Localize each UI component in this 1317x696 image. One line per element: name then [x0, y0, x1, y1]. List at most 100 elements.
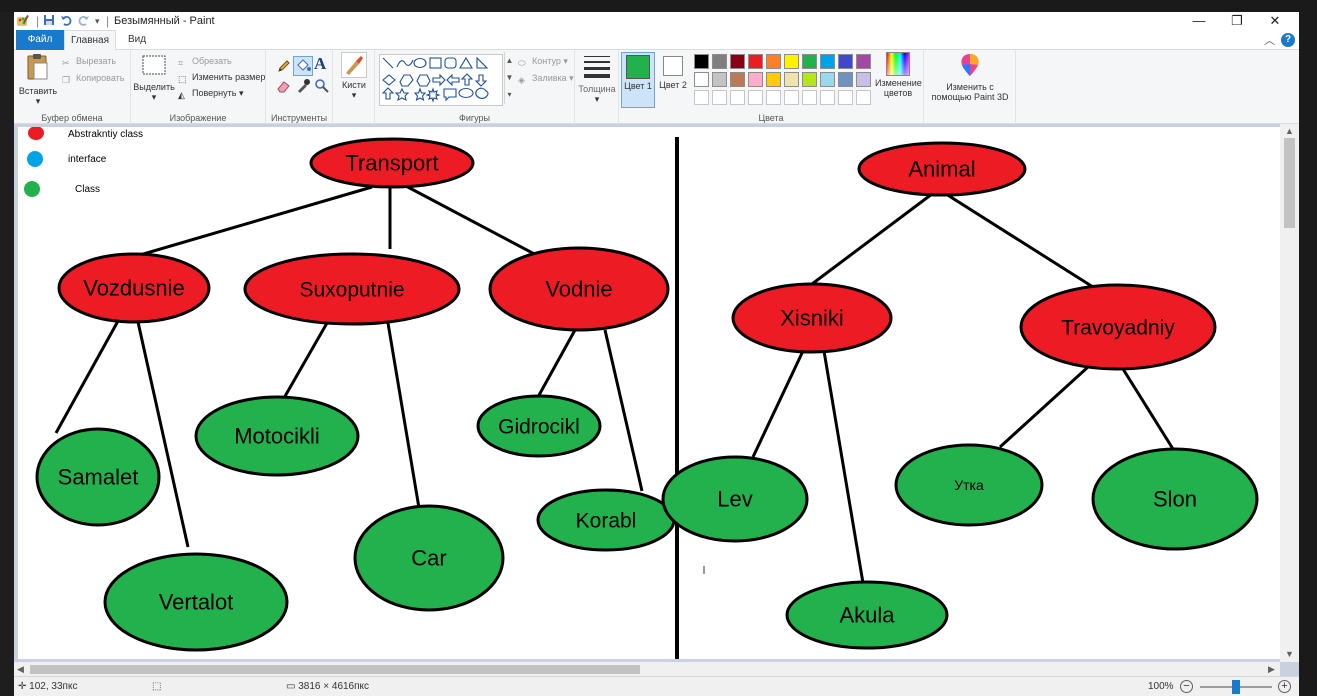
brushes-button[interactable]: Кисти ▾	[335, 52, 373, 101]
palette-swatch[interactable]	[820, 54, 835, 69]
zoom-out-button[interactable]: −	[1180, 680, 1193, 693]
palette-swatch[interactable]	[784, 54, 799, 69]
size-chevron-icon: ▾	[594, 94, 600, 104]
scroll-right-icon[interactable]: ▶	[1268, 664, 1275, 674]
text-tool-icon[interactable]: A	[314, 54, 327, 73]
maximize-button[interactable]: ❐	[1231, 13, 1243, 28]
zoom-slider-thumb[interactable]	[1232, 680, 1240, 694]
palette-swatch[interactable]	[820, 72, 835, 87]
rotate-button[interactable]: ◭Повернуть ▾	[178, 86, 244, 100]
qa-separator: |	[36, 14, 40, 28]
tab-file[interactable]: Файл	[16, 30, 64, 50]
palette-swatch[interactable]	[820, 90, 835, 105]
node-label-lev: Lev	[717, 487, 752, 512]
palette-swatch[interactable]	[784, 72, 799, 87]
brushes-chevron-icon: ▾	[351, 90, 357, 100]
edit-colors-button[interactable]: Изменение цветов	[875, 52, 922, 98]
shapes-gallery[interactable]	[379, 54, 503, 106]
palette-swatch[interactable]	[748, 90, 763, 105]
vertical-scrollbar[interactable]: ▲ ▼	[1280, 124, 1299, 662]
palette-swatch[interactable]	[766, 72, 781, 87]
palette-swatch[interactable]	[712, 54, 727, 69]
magnifier-icon[interactable]	[314, 78, 330, 99]
fill-button[interactable]: ◈Заливка ▾	[518, 71, 574, 85]
shapes-scroll-arrows[interactable]: ▲▼▾	[504, 52, 514, 104]
palette-swatch[interactable]	[730, 54, 745, 69]
eraser-icon[interactable]	[276, 78, 292, 99]
node-label-animal: Animal	[908, 157, 975, 182]
palette-swatch[interactable]	[766, 90, 781, 105]
zoom-in-button[interactable]: +	[1278, 680, 1291, 693]
horizontal-scrollbar[interactable]: ◀ ▶	[14, 662, 1280, 676]
node-label-utka: Утка	[954, 477, 984, 493]
palette-swatch[interactable]	[856, 90, 871, 105]
title-bar: | ▾ | Безымянный - Paint — ❐ ✕	[14, 12, 1299, 30]
palette-swatch[interactable]	[748, 54, 763, 69]
close-button[interactable]: ✕	[1269, 13, 1281, 28]
color1-button[interactable]: Цвет 1	[621, 52, 655, 108]
palette-swatch[interactable]	[748, 72, 763, 87]
minimize-button[interactable]: —	[1192, 13, 1206, 28]
palette-swatch[interactable]	[838, 90, 853, 105]
outline-button[interactable]: ⬭Контур ▾	[518, 54, 568, 68]
palette-swatch[interactable]	[694, 72, 709, 87]
paste-button[interactable]: Вставить ▾	[18, 52, 58, 107]
palette-swatch[interactable]	[838, 54, 853, 69]
fill-bucket-icon[interactable]	[293, 56, 313, 76]
palette-swatch[interactable]	[694, 54, 709, 69]
vertical-scroll-thumb[interactable]	[1284, 138, 1295, 228]
fill-label: Заливка	[532, 73, 567, 83]
collapse-ribbon-chevron-icon[interactable]: ︿	[1264, 35, 1275, 47]
palette-swatch[interactable]	[802, 72, 817, 87]
color2-button[interactable]: Цвет 2	[657, 52, 689, 108]
cut-button[interactable]: ✂Вырезать	[62, 54, 116, 68]
palette-swatch[interactable]	[802, 90, 817, 105]
qa-customize-chevron-icon[interactable]: ▾	[95, 16, 100, 26]
palette-swatch[interactable]	[856, 72, 871, 87]
help-icon[interactable]: ?	[1281, 33, 1295, 47]
edge-animal-xisniki	[811, 192, 933, 286]
palette-swatch[interactable]	[784, 90, 799, 105]
node-samalet	[35, 427, 161, 527]
palette-swatch[interactable]	[712, 90, 727, 105]
legend-label-0: Abstrakntiy class	[68, 129, 143, 140]
node-label-suxoputnie: Suxoputnie	[299, 278, 404, 301]
group-paint3d: Изменить с помощью Paint 3D	[924, 50, 1016, 124]
node-label-travoyadniy: Travoyadniy	[1061, 316, 1175, 339]
palette-swatch[interactable]	[766, 54, 781, 69]
select-button[interactable]: Выделить ▾	[133, 52, 175, 103]
scroll-up-icon[interactable]: ▲	[1285, 126, 1294, 136]
pencil-icon[interactable]	[276, 58, 292, 79]
copy-button[interactable]: ❐Копировать	[62, 71, 124, 85]
undo-icon[interactable]	[60, 14, 72, 28]
redo-icon[interactable]	[78, 14, 90, 28]
node-gidrocikl	[476, 394, 602, 458]
color1-swatch	[626, 55, 650, 79]
color-picker-icon[interactable]	[295, 78, 311, 99]
node-label-motocikli: Motocikli	[234, 424, 320, 449]
paint3d-button[interactable]: Изменить с помощью Paint 3D	[928, 52, 1012, 102]
palette-swatch[interactable]	[694, 90, 709, 105]
crosshair-icon: ✛	[18, 681, 27, 692]
node-vertalot	[103, 552, 289, 652]
tab-view[interactable]: Вид	[127, 34, 147, 45]
group-shapes: ▲▼▾ ⬭Контур ▾ ◈Заливка ▾ Фигуры	[375, 50, 575, 124]
palette-swatch[interactable]	[712, 72, 727, 87]
scroll-down-icon[interactable]: ▼	[1285, 649, 1294, 659]
node-label-vertalot: Vertalot	[159, 590, 234, 615]
horizontal-scroll-thumb[interactable]	[30, 665, 640, 674]
save-icon[interactable]	[43, 14, 55, 28]
crop-button[interactable]: ⌗Обрезать	[178, 54, 232, 68]
tab-home[interactable]: Главная	[64, 30, 116, 51]
palette-swatch[interactable]	[730, 90, 745, 105]
node-slon	[1091, 447, 1259, 551]
palette-swatch[interactable]	[856, 54, 871, 69]
scroll-left-icon[interactable]: ◀	[17, 664, 24, 674]
resize-button[interactable]: ⬚Изменить размер	[178, 70, 265, 84]
palette-swatch[interactable]	[838, 72, 853, 87]
node-label-vozdusnie: Vozdusnie	[83, 276, 185, 301]
size-button[interactable]: Толщина ▾	[577, 54, 617, 105]
palette-swatch[interactable]	[730, 72, 745, 87]
palette-swatch[interactable]	[802, 54, 817, 69]
